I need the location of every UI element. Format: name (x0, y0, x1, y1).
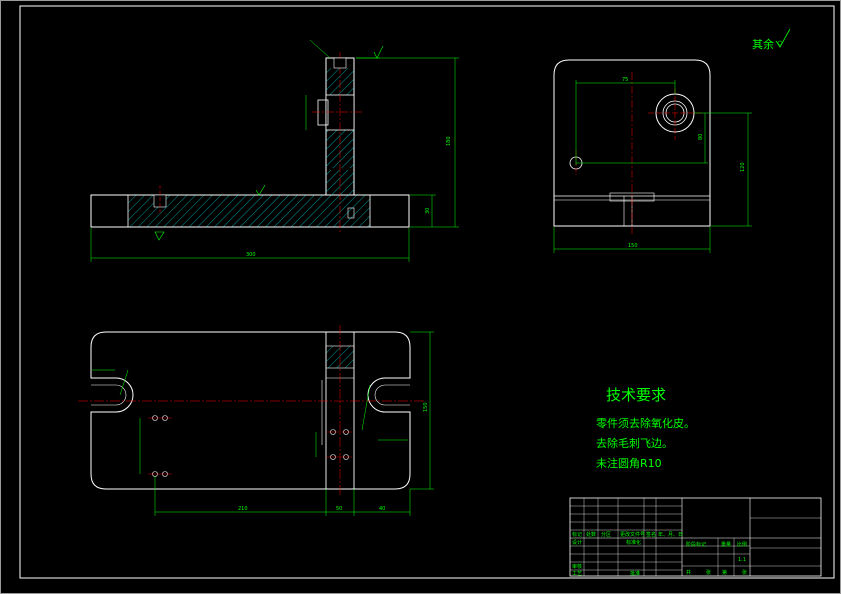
tb-row3-2: 批准 (630, 570, 640, 577)
front-slot-detail (347, 207, 355, 219)
side-dim-h-text: 120 (740, 162, 746, 172)
top-dim-r-leader-l (119, 369, 129, 396)
tech-req-line-1: 零件须去除氧化皮。 (596, 416, 695, 430)
top-slot-left-arc (115, 384, 127, 406)
tb-row3-3: 共 (686, 569, 691, 576)
front-top-thread (333, 57, 347, 69)
top-dim-seg1-text: 210 (238, 506, 248, 512)
tb-row2-4: 比例 (737, 541, 747, 548)
side-dim-w-text: 150 (628, 243, 638, 249)
side-view: 75 80 120 150 (553, 59, 752, 253)
top-view: 150 210 50 40 (78, 325, 434, 516)
front-dim-base-text: 30 (425, 208, 431, 214)
tb-row1-5: 年、月、日 (658, 531, 683, 538)
side-dim-hx-text: 75 (622, 77, 628, 83)
tb-row1-2: 分区 (601, 531, 611, 538)
front-dim-width-text: 300 (246, 252, 256, 258)
top-dim-r-leader-r (361, 384, 371, 431)
tb-row3-0: 审核 (572, 563, 582, 570)
tb-row2-2: 阶段标记 (686, 541, 706, 548)
top-outline (90, 331, 411, 490)
tb-row2-1: 标准化 (626, 539, 641, 546)
tb-row3-4: 张 (706, 569, 711, 576)
tb-row3-5: 第 (722, 569, 727, 576)
side-dim-hy-text: 80 (698, 134, 704, 140)
top-dim-h-text: 150 (423, 402, 429, 412)
side-outline (553, 59, 711, 227)
roughness-mark-bottom-icon (154, 231, 165, 241)
tech-req-line-3: 未注圆角R10 (596, 456, 662, 470)
drawing-border-inner (19, 5, 835, 579)
front-dim-height-text: 180 (446, 136, 452, 146)
tb-row2-3: 重量 (721, 541, 731, 548)
title-block: 标记 处数 分区 更改文件号 签名 年、月、日 设计 标准化 阶段标记 重量 比… (569, 497, 822, 577)
tb-row1-0: 标记 (572, 531, 582, 538)
title-block-frame (569, 497, 822, 577)
roughness-symbol-icon (775, 28, 791, 48)
tb-row1-4: 签名 (646, 531, 656, 538)
tb-scale: 1:1 (738, 557, 746, 563)
top-dim-seg3-text: 40 (379, 506, 385, 512)
technical-requirements: 技术要求 零件须去除氧化皮。 去除毛刺飞边。 未注圆角R10 (596, 386, 695, 470)
top-dim-seg2-text: 50 (336, 506, 342, 512)
tech-req-title: 技术要求 (606, 386, 666, 404)
front-view: 300 180 30 (90, 39, 459, 262)
tb-row1-3: 更改文件号 (620, 531, 645, 538)
tech-req-line-2: 去除毛刺飞边。 (596, 436, 673, 450)
front-base-hatch (127, 194, 371, 228)
roughness-circle-icon (777, 40, 783, 46)
tb-row2-0: 设计 (572, 539, 582, 546)
front-column-counterbore (317, 99, 329, 126)
roughness-mark-top-icon (373, 45, 384, 59)
top-slot-right-arc (374, 384, 386, 406)
tb-row3-6: 张 (742, 569, 747, 576)
rough-note: 其余 (752, 37, 774, 51)
tb-row1-1: 处数 (586, 531, 596, 538)
front-dim-leader-top (309, 39, 331, 59)
tb-row3-1: 工艺 (572, 571, 582, 577)
roughness-mark-mid-icon (255, 184, 266, 196)
